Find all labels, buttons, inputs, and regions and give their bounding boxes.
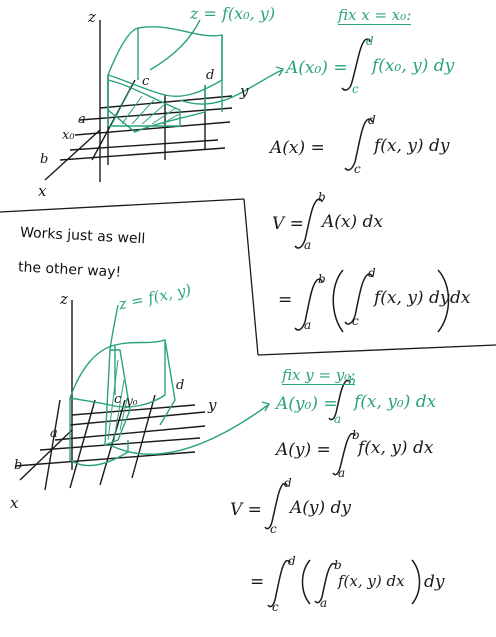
area-x-integrand: f(x, y) dy <box>374 136 450 156</box>
top-label-b: b <box>40 152 49 167</box>
volume-y-lhs: V = <box>230 500 262 520</box>
bottom-label-b: b <box>14 458 23 473</box>
volume-y-outer-upper: d <box>288 554 296 568</box>
volume-y-eq: = <box>250 572 265 592</box>
area-y0-upper: b <box>348 374 356 388</box>
bottom-fix-header: fix y = y₀: <box>282 366 356 385</box>
area-y0-lhs: A(y₀) = <box>276 394 338 414</box>
volume-y-inner-lower: a <box>320 596 328 610</box>
area-y-lower: a <box>338 466 346 480</box>
volume-y-outer-lower: c <box>272 600 279 614</box>
volume-x-inner-lower: c <box>352 314 359 328</box>
bottom-label-y0: y₀ <box>126 394 138 408</box>
volume-x-lower: a <box>304 238 312 252</box>
area-x0-upper: d <box>366 34 374 48</box>
area-x-lhs: A(x) = <box>270 138 325 158</box>
volume-y-outer: dy <box>424 572 445 592</box>
volume-x-upper: b <box>318 190 326 204</box>
volume-x-outer-lower: a <box>304 318 312 332</box>
volume-x-integrand: A(x) dx <box>322 212 384 232</box>
volume-y-upper: d <box>284 476 292 490</box>
volume-x-outer-upper: b <box>318 272 326 286</box>
volume-x-inner-upper: d <box>368 266 376 280</box>
top-solid <box>107 19 285 133</box>
area-x0-lhs: A(x₀) = <box>286 58 348 78</box>
bottom-axis-z-label: z <box>60 290 68 308</box>
bottom-label-d: d <box>176 378 185 393</box>
top-fix-header: fix x = x₀: <box>338 6 412 25</box>
top-surface-label: z = f(x₀, y) <box>190 4 276 23</box>
volume-y-lower: c <box>270 522 277 536</box>
volume-x-inner: f(x, y) dy <box>374 288 450 308</box>
top-integral-signs <box>294 38 450 333</box>
top-label-d: d <box>206 68 215 83</box>
area-x-lower: c <box>354 162 361 176</box>
area-x0-integrand: f(x₀, y) dy <box>372 56 455 76</box>
volume-y-inner: f(x, y) dx <box>338 572 405 590</box>
area-x-upper: d <box>368 113 376 127</box>
volume-y-integrand: A(y) dy <box>290 498 352 518</box>
area-x0-lower: c <box>352 82 359 96</box>
volume-x-outer: dx <box>450 288 471 308</box>
area-y0-integrand: f(x, y₀) dx <box>354 392 437 412</box>
bottom-label-a: a <box>50 426 58 441</box>
area-y-integrand: f(x, y) dx <box>358 438 434 458</box>
top-label-x0: x₀ <box>62 128 75 143</box>
bottom-solid <box>69 304 271 467</box>
top-label-c: c <box>142 74 150 89</box>
volume-x-eq: = <box>278 290 293 310</box>
bottom-integral-signs <box>264 379 421 608</box>
area-y-upper: b <box>352 428 360 442</box>
area-y-lhs: A(y) = <box>276 440 331 460</box>
top-axis-y-label: y <box>240 82 249 100</box>
top-label-a: a <box>78 112 86 127</box>
divider-lines <box>0 198 496 356</box>
area-y0-lower: a <box>334 412 342 426</box>
bottom-label-c: c <box>114 392 122 407</box>
volume-y-inner-upper: b <box>334 558 342 572</box>
bottom-axis-x-label: x <box>10 494 19 512</box>
top-axis-x-label: x <box>38 182 47 200</box>
volume-x-lhs: V = <box>272 214 304 234</box>
top-axis-z-label: z <box>88 8 96 26</box>
bottom-axis-y-label: y <box>208 396 217 414</box>
